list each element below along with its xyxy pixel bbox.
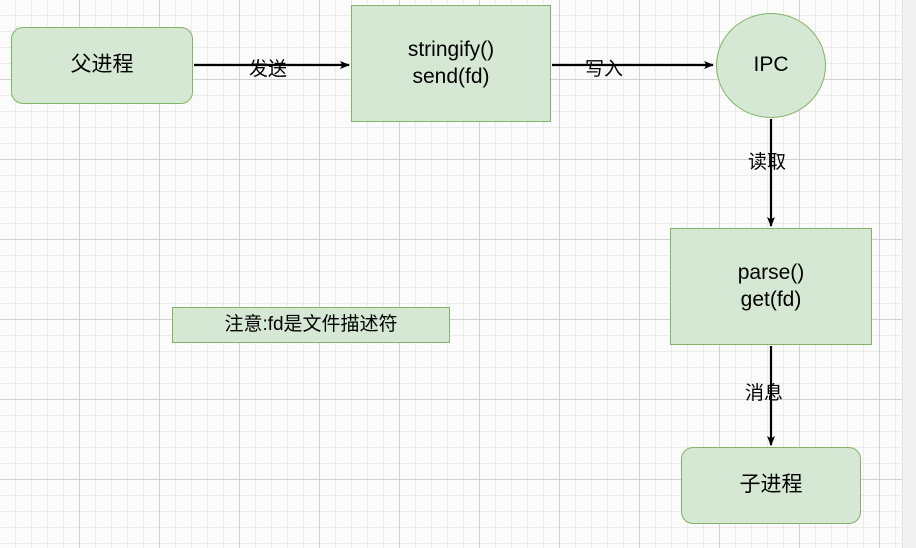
edge-label-message: 消息 (745, 383, 784, 404)
edge-label-write: 写入 (585, 59, 624, 80)
node-parent-process[interactable]: 父进程 (11, 27, 193, 104)
node-note-fd[interactable]: 注意:fd是文件描述符 (172, 307, 450, 343)
node-parse-get[interactable]: parse() get(fd) (670, 228, 872, 345)
node-stringify-send[interactable]: stringify() send(fd) (351, 5, 551, 122)
edge-label-send: 发送 (249, 59, 288, 80)
node-ipc[interactable]: IPC (716, 13, 826, 118)
node-child-process[interactable]: 子进程 (681, 447, 861, 524)
edge-label-read: 读取 (748, 152, 787, 173)
canvas-right-edge-band (902, 0, 916, 548)
